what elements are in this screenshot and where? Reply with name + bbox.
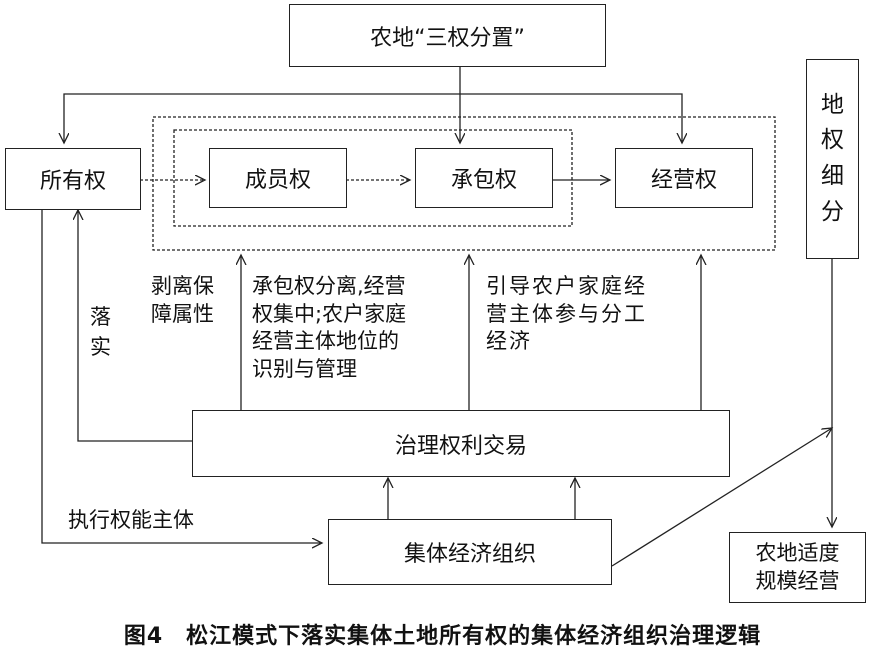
label-line: 营主体参与分工 xyxy=(486,301,647,326)
collective-org-label: 集体经济组织 xyxy=(403,542,536,567)
label-implement: 落 实 xyxy=(90,302,111,363)
arrow-ownership-to-org xyxy=(41,210,322,543)
ownership-label: 所有权 xyxy=(39,169,106,194)
subdivision-char: 权 xyxy=(821,127,844,154)
land-right-subdivision-box: 地 权 细 分 xyxy=(806,59,859,259)
inner-dashed-group xyxy=(173,129,573,227)
label-char: 落 xyxy=(90,305,111,329)
governance-label: 治理权利交易 xyxy=(394,433,527,459)
subdivision-char: 分 xyxy=(821,198,844,225)
label-line: 识别与管理 xyxy=(252,357,357,382)
label-line: 权集中;农户家庭 xyxy=(252,301,407,326)
subdivision-char: 地 xyxy=(821,91,844,118)
arrow-top-to-ownership xyxy=(64,93,460,143)
label-line: 剥离保 xyxy=(151,274,214,298)
management-right-box: 经营权 xyxy=(615,148,753,208)
contract-right-box: 承包权 xyxy=(415,148,553,208)
collective-org-box: 集体经济组织 xyxy=(328,519,612,585)
ownership-box: 所有权 xyxy=(5,148,141,210)
member-right-box: 成员权 xyxy=(209,148,347,208)
label-line: 承包权分离,经营 xyxy=(252,274,406,298)
arrow-org-to-scale-line xyxy=(611,428,832,567)
farmland-scale-box: 农地适度 规模经营 xyxy=(729,532,866,603)
outer-dashed-group xyxy=(152,116,776,251)
management-right-label: 经营权 xyxy=(650,168,717,193)
farmland-scale-line: 规模经营 xyxy=(755,568,840,593)
label-strip-attributes: 剥离保 障属性 xyxy=(151,273,214,328)
label-executor: 执行权能主体 xyxy=(68,508,194,532)
arrow-gov-to-ownership xyxy=(78,210,192,442)
farmland-scale-line: 农地适度 xyxy=(755,541,840,566)
label-line: 障属性 xyxy=(151,301,214,326)
top-box-three-rights: 农地“三权分置” xyxy=(289,4,606,67)
governance-box: 治理权利交易 xyxy=(192,410,730,477)
label-line: 经济 xyxy=(486,329,532,354)
arrow-top-to-management xyxy=(460,93,682,143)
contract-right-label: 承包权 xyxy=(450,168,517,193)
subdivision-char: 细 xyxy=(821,163,844,189)
label-separation: 承包权分离,经营 权集中;农户家庭 经营主体地位的 识别与管理 xyxy=(252,273,406,384)
figure-caption: 图4 松江模式下落实集体土地所有权的集体经济组织治理逻辑 xyxy=(123,624,762,649)
top-box-label: 农地“三权分置” xyxy=(370,25,525,51)
label-guide-households: 引导农户家庭经 营主体参与分工 经济 xyxy=(486,273,647,356)
label-char: 实 xyxy=(90,335,111,360)
label-line: 引导农户家庭经 xyxy=(486,274,647,298)
label-line: 经营主体地位的 xyxy=(252,329,399,354)
member-right-label: 成员权 xyxy=(244,168,311,193)
